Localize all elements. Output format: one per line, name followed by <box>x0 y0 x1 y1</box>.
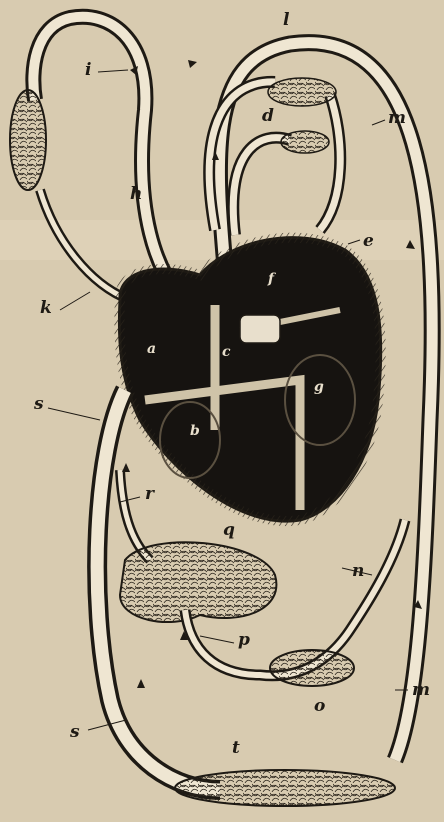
capillary-bed-d-lower <box>281 131 329 153</box>
label-r: r <box>145 486 154 503</box>
label-h: h <box>130 186 142 203</box>
capillary-bed-upper-left <box>10 90 46 190</box>
label-a: a <box>147 342 156 356</box>
label-s-upper: s <box>34 396 44 413</box>
label-b: b <box>190 424 200 438</box>
label-k: k <box>40 300 52 317</box>
label-g: g <box>314 380 324 394</box>
label-m-upper: m <box>388 110 406 127</box>
label-l: l <box>283 12 289 29</box>
capillary-bed-o <box>270 650 354 686</box>
label-q: q <box>223 522 235 539</box>
label-t: t <box>232 740 240 757</box>
label-o: o <box>314 698 325 715</box>
capillary-bed-t <box>175 770 395 806</box>
label-f: f <box>268 272 274 286</box>
label-n: n <box>352 563 364 580</box>
label-m-lower: m <box>412 682 430 699</box>
label-i: i <box>85 62 91 79</box>
label-d: d <box>262 108 274 125</box>
label-p: p <box>238 632 250 649</box>
label-e: e <box>363 233 374 250</box>
capillary-bed-d-upper <box>268 78 336 106</box>
label-s-lower: s <box>70 724 80 741</box>
label-c: c <box>222 345 231 359</box>
